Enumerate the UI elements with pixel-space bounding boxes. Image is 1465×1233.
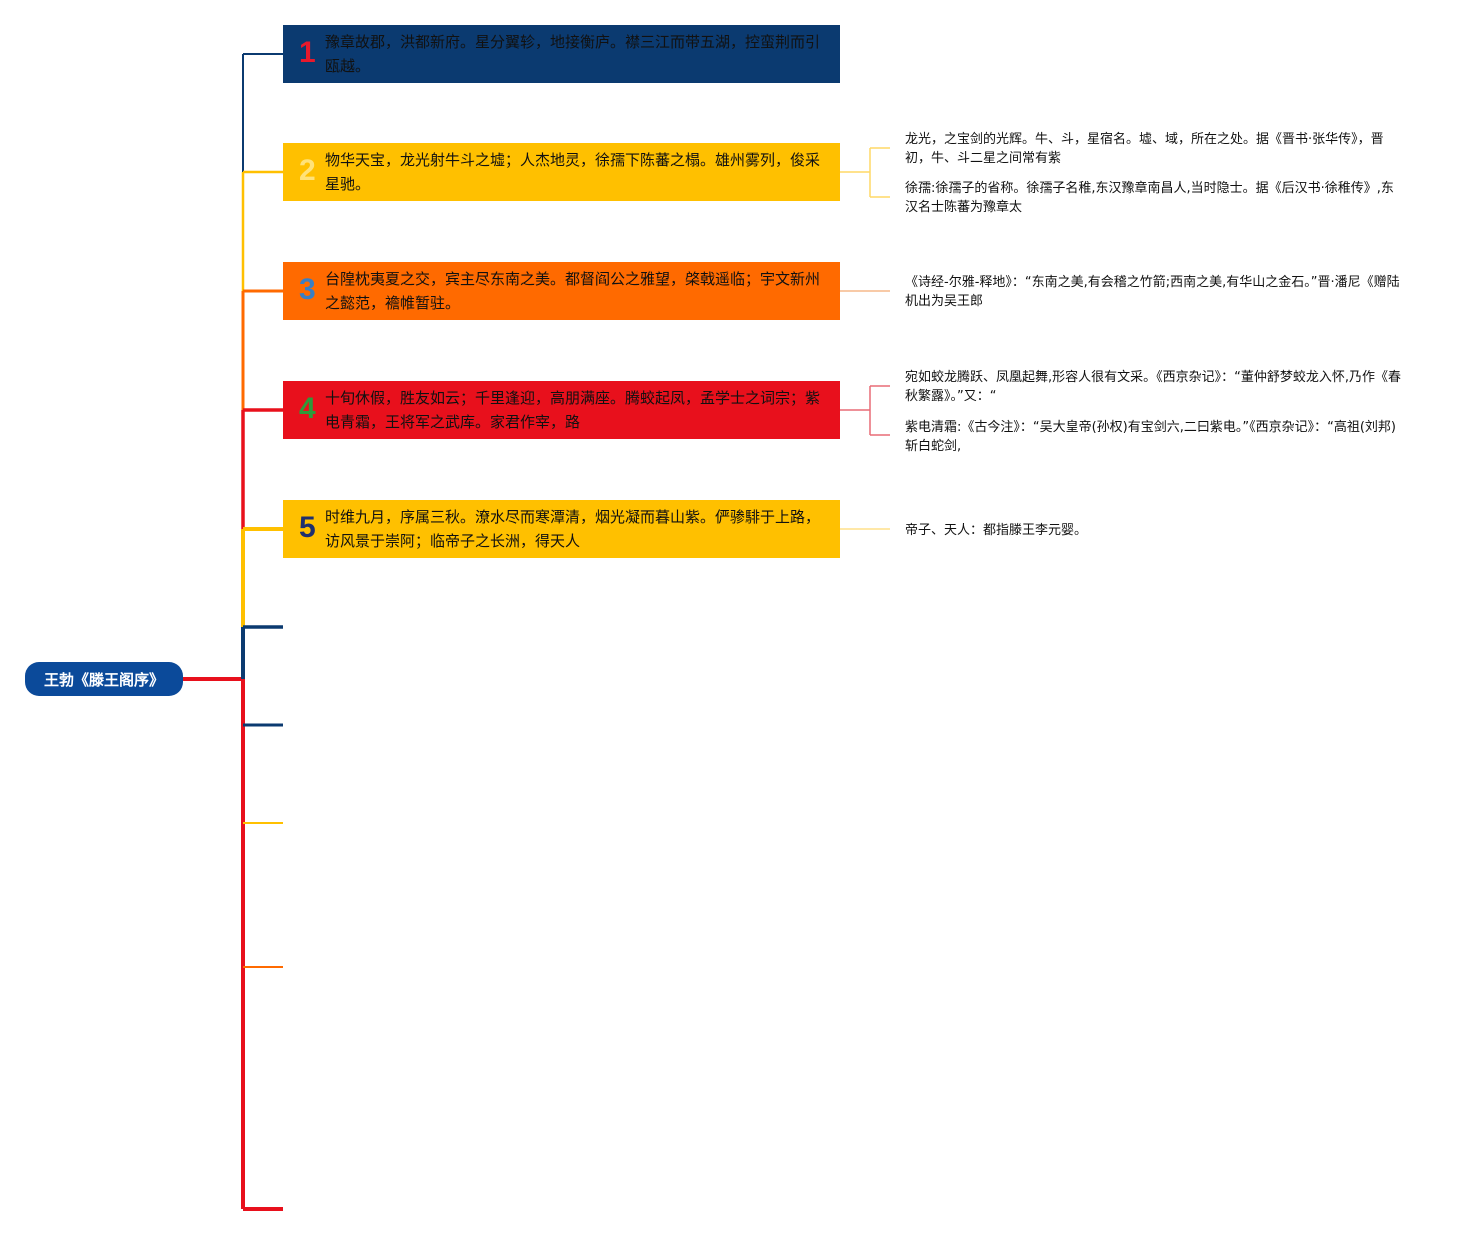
note-dongnan[interactable]: 《诗经-尔雅-释地》：“东南之美,有会稽之竹箭;西南之美,有华山之金石。”晋·潘… — [905, 275, 1400, 309]
topic-number: 4 — [299, 392, 316, 425]
topic-node-2[interactable]: 2 物华天宝，龙光射牛斗之墟；人杰地灵，徐孺下陈蕃之榻。雄州雾列，俊采星驰。 — [283, 143, 840, 201]
note-longguang[interactable]: 龙光，之宝剑的光辉。牛、斗，星宿名。墟、域，所在之处。据《晋书·张华传》，晋初，… — [905, 132, 1384, 166]
note-dizi[interactable]: 帝子、天人：都指滕王李元婴。 — [905, 523, 1088, 538]
topic-number: 3 — [299, 273, 316, 306]
topic-number: 1 — [299, 36, 316, 69]
topic-text: 豫章故郡，洪都新府。星分翼轸，地接衡庐。襟三江而带五湖，控蛮荆而引瓯越。 — [325, 33, 821, 75]
note-tengjiao[interactable]: 宛如蛟龙腾跃、凤凰起舞,形容人很有文采。《西京杂记》：“董仲舒梦蛟龙入怀,乃作《… — [905, 370, 1402, 404]
topic-text: 十旬休假，胜友如云；千里逢迎，高朋满座。腾蛟起凤，孟学士之词宗；紫电青霜，王将军… — [325, 389, 821, 431]
topic-node-1[interactable]: 1 豫章故郡，洪都新府。星分翼轸，地接衡庐。襟三江而带五湖，控蛮荆而引瓯越。 — [283, 25, 840, 83]
topic-node-3[interactable]: 3 台隍枕夷夏之交，宾主尽东南之美。都督阎公之雅望，棨戟遥临；宇文新州之懿范，襜… — [283, 262, 840, 320]
topic-number: 2 — [299, 154, 316, 187]
note-xuru[interactable]: 徐孺:徐孺子的省称。徐孺子名稚,东汉豫章南昌人,当时隐士。据《后汉书·徐稚传》,… — [905, 181, 1394, 215]
note-zidian[interactable]: 紫电清霜:《古今注》：“吴大皇帝(孙权)有宝剑六,二曰紫电。”《西京杂记》：“高… — [905, 420, 1397, 454]
root-label: 王勃《滕王阁序》 — [43, 670, 164, 689]
root-topic[interactable]: 王勃《滕王阁序》 — [25, 662, 183, 696]
topic-text: 物华天宝，龙光射牛斗之墟；人杰地灵，徐孺下陈蕃之榻。雄州雾列，俊采星驰。 — [325, 151, 821, 193]
topic-number: 5 — [299, 511, 316, 544]
topic-node-4[interactable]: 4 十旬休假，胜友如云；千里逢迎，高朋满座。腾蛟起凤，孟学士之词宗；紫电青霜，王… — [283, 381, 840, 439]
topic-text: 台隍枕夷夏之交，宾主尽东南之美。都督阎公之雅望，棨戟遥临；宇文新州之懿范，襜帷暂… — [325, 270, 821, 312]
topic-node-5[interactable]: 5 时维九月，序属三秋。潦水尽而寒潭清，烟光凝而暮山紫。俨骖騑于上路，访风景于崇… — [283, 500, 840, 558]
topic-text: 时维九月，序属三秋。潦水尽而寒潭清，烟光凝而暮山紫。俨骖騑于上路，访风景于崇阿；… — [325, 508, 821, 550]
